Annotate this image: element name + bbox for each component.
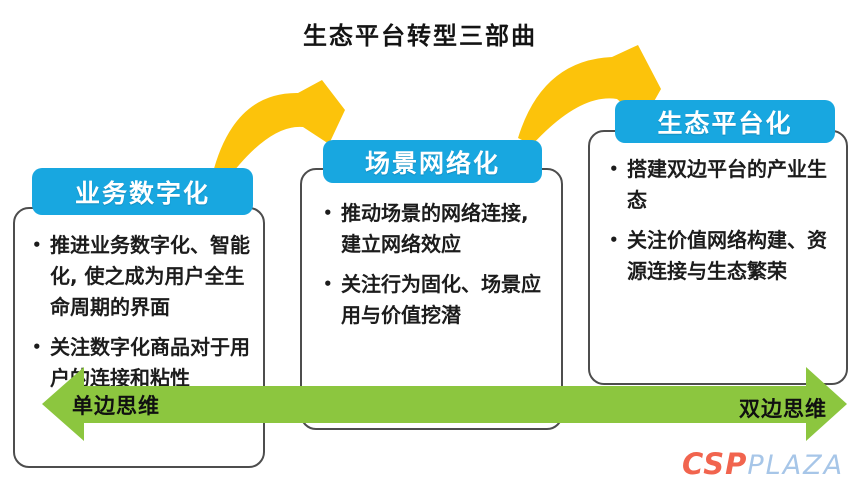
bullet-item: 关注价值网络构建、资源连接与生态繁荣 — [606, 225, 838, 287]
axis-label-left: 单边思维 — [72, 394, 160, 418]
logo-csp-text: CSP — [682, 447, 748, 481]
page-title: 生态平台转型三部曲 — [303, 22, 537, 50]
bullet-list: 推动场景的网络连接, 建立网络效应 关注行为固化、场景应用与价值挖潜 — [320, 198, 553, 331]
stage-box-business-digitalization: 推进业务数字化、智能化, 使之成为用户全生命周期的界面 关注数字化商品对于用户的… — [13, 207, 265, 468]
bullet-item: 推动场景的网络连接, 建立网络效应 — [320, 198, 553, 260]
stage-box-scenario-networking: 推动场景的网络连接, 建立网络效应 关注行为固化、场景应用与价值挖潜 — [300, 168, 563, 430]
stage-box-3-header: 生态平台化 — [615, 100, 835, 143]
bullet-item: 关注数字化商品对于用户的连接和粘性 — [29, 332, 255, 394]
logo-plaza-text: PLAZA — [747, 450, 845, 481]
bullet-list: 搭建双边平台的产业生态 关注价值网络构建、资源连接与生态繁荣 — [606, 154, 838, 287]
csp-plaza-logo: CSPPLAZA — [682, 447, 844, 481]
bullet-list: 推进业务数字化、智能化, 使之成为用户全生命周期的界面 关注数字化商品对于用户的… — [29, 230, 255, 394]
axis-label-right: 双边思维 — [739, 397, 827, 421]
bullet-item: 推进业务数字化、智能化, 使之成为用户全生命周期的界面 — [29, 230, 255, 323]
bullet-item: 关注行为固化、场景应用与价值挖潜 — [320, 269, 553, 331]
stage-box-1-header: 业务数字化 — [32, 168, 253, 215]
bullet-item: 搭建双边平台的产业生态 — [606, 154, 838, 216]
stage-box-2-header: 场景网络化 — [323, 140, 542, 183]
stage-box-ecosystem-platform: 搭建双边平台的产业生态 关注价值网络构建、资源连接与生态繁荣 — [588, 130, 848, 385]
